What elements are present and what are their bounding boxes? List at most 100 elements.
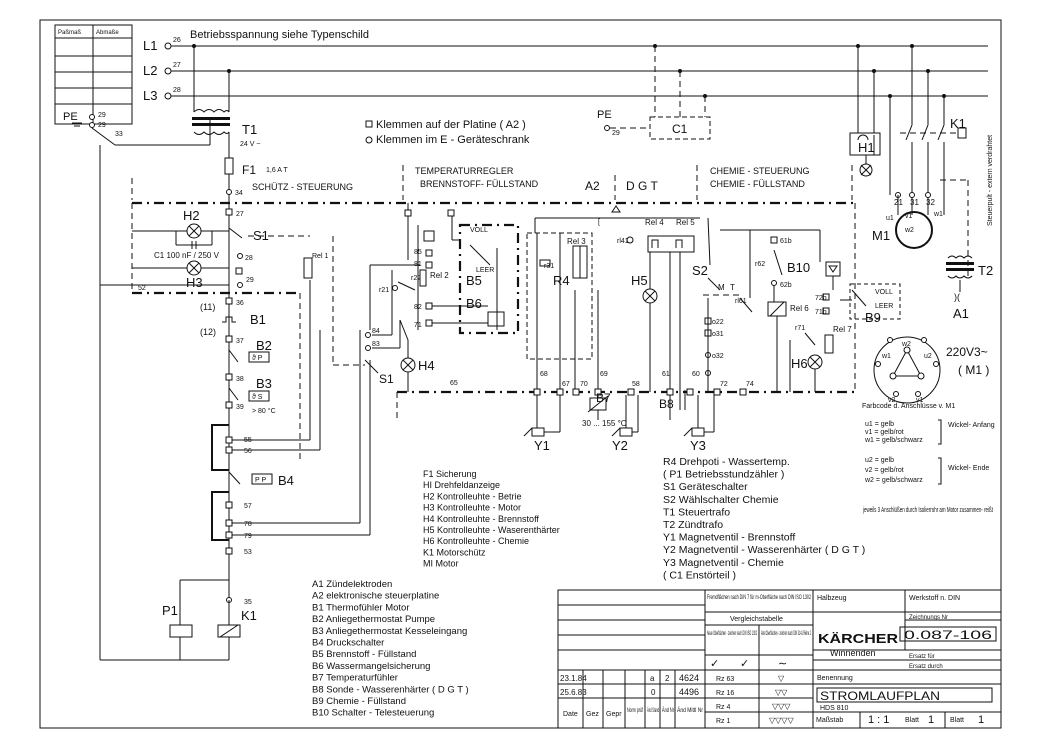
b6-label: B6 bbox=[466, 296, 482, 311]
pe-term-1: 29 bbox=[98, 112, 106, 119]
node-73: 71b bbox=[815, 309, 827, 316]
node-61: 61 bbox=[662, 371, 670, 378]
legend-left-item-8: MI Motor bbox=[423, 559, 459, 569]
rev-row-0-date: 23.1.84 bbox=[560, 674, 587, 683]
node-84: 84 bbox=[372, 328, 380, 335]
node-33: 33 bbox=[115, 131, 123, 138]
ext-note: Steuerpult - extern verdrahtet bbox=[987, 135, 994, 226]
pe-c1-term: 29 bbox=[612, 130, 620, 137]
m1d-v1: v1 bbox=[916, 397, 924, 404]
color-v2: v2 = gelb/rot bbox=[865, 467, 904, 474]
rev-col-gepr: Gepr bbox=[606, 711, 622, 718]
node-r62: r62 bbox=[755, 261, 765, 268]
h6-label: H6 bbox=[791, 356, 808, 371]
legend-right-item-2: S1 Geräteschalter bbox=[663, 481, 748, 493]
label-l3: L3 bbox=[143, 88, 157, 103]
tb-city: Winnenden bbox=[830, 648, 876, 658]
pe-connection: PE 29 29 33 bbox=[63, 111, 211, 146]
node-51: 27 bbox=[236, 211, 244, 218]
tb-tri-2: ▽▽ bbox=[775, 688, 788, 697]
legend-circle: Klemmen im E - Geräteschrank bbox=[376, 134, 530, 146]
legend-square: Klemmen auf der Platine ( A2 ) bbox=[376, 119, 526, 131]
drawing-frame bbox=[39, 19, 1002, 729]
rev-row-1-num: 0 bbox=[651, 688, 656, 697]
label-l1: L1 bbox=[143, 38, 157, 53]
tb-subtitle: HDS 810 bbox=[820, 705, 849, 712]
section-temp-2: BRENNSTOFF- FÜLLSTAND bbox=[420, 179, 539, 189]
tb-ersatz-durch: Ersatz durch bbox=[909, 664, 943, 670]
node-64: 81 bbox=[414, 261, 422, 268]
node-68: 68 bbox=[540, 371, 548, 378]
legend-bottom-item-6: B5 Brennstoff - Füllstand bbox=[312, 649, 416, 660]
node-57: 57 bbox=[244, 503, 252, 510]
rev-col-norm: Norm prüf bbox=[627, 708, 643, 714]
transformer-t1: T1 24 V ~ bbox=[192, 44, 260, 160]
b7-range: 30 ... 155 °C bbox=[582, 419, 627, 428]
tb-blatt-label: Blatt bbox=[905, 717, 919, 724]
node-rl1b: r31 bbox=[544, 263, 554, 270]
pe-c1-label: PE bbox=[597, 109, 612, 121]
color-code-block: Farbcode d. Anschlüsse v. M1 u1 = gelb v… bbox=[862, 403, 995, 514]
terminal-legend: Klemmen auf der Platine ( A2 ) Klemmen i… bbox=[365, 119, 530, 146]
tb-rz-2: Rz 4 bbox=[716, 704, 731, 711]
node-77: 62b bbox=[780, 282, 792, 289]
tb-vgl-col2: Alte Oberflächen - zeichen nach DIN 3141… bbox=[761, 631, 811, 637]
node-72b: o32 bbox=[712, 353, 724, 360]
k1-coil-label: K1 bbox=[241, 608, 257, 623]
m1d-w2: w2 bbox=[901, 341, 911, 348]
node-61b: o22 bbox=[712, 319, 724, 326]
tb-znr: 0.087-106 bbox=[904, 628, 993, 642]
node-52: 52 bbox=[138, 285, 146, 292]
s2-m: M bbox=[718, 283, 725, 292]
rev-row-0-letter: a bbox=[650, 674, 655, 683]
node-78: 78 bbox=[244, 521, 252, 528]
pe-label: PE bbox=[63, 111, 78, 123]
legend-right-item-9: ( C1 Enstörteil ) bbox=[663, 569, 736, 581]
rel3-label: Rel 3 bbox=[567, 237, 586, 246]
c1-value: C1 100 nF / 250 V bbox=[154, 251, 220, 260]
tb-rz-0: Rz 63 bbox=[716, 676, 734, 683]
rel7-label: Rel 7 bbox=[833, 325, 852, 334]
a2-dgt-section: Rel 3 R4 r31 [ rl41 Rel 4 Rel 5 H5 B8 bbox=[526, 205, 700, 420]
tb-company: KÄRCHER bbox=[818, 631, 899, 646]
rel1-label: Rel 1 bbox=[312, 253, 328, 260]
tb-vgl-col1: Neue Oberflächen - zeichen nach DIN ISO … bbox=[707, 631, 757, 637]
b5-voll: VOLL bbox=[470, 227, 488, 234]
rel4-label: Rel 4 bbox=[645, 218, 664, 227]
m1d-u2: u2 bbox=[924, 353, 932, 360]
node-56: 56 bbox=[244, 448, 252, 455]
tb-tri-3: ▽▽▽ bbox=[772, 702, 791, 711]
rev-row-0-code: 4624 bbox=[679, 673, 699, 683]
node-65: 65 bbox=[450, 380, 458, 387]
legend-left-item-4: H4 Kontrolleuhte - Brennstoff bbox=[423, 514, 539, 524]
b3-temp: > 80 °C bbox=[252, 407, 276, 415]
legend-left-item-7: K1 Motorschütz bbox=[423, 547, 486, 557]
legend-right-item-7: Y2 Magnetventil - Wasserenhärter ( D G T… bbox=[663, 544, 865, 556]
s2-t: T bbox=[730, 283, 735, 292]
node-53: 53 bbox=[244, 549, 252, 556]
tb-znr-label: Zeichnungs Nr bbox=[909, 615, 948, 621]
rev-col-date: Date bbox=[563, 711, 578, 718]
tb-fremd: Fremdflächen nach DIN 7 für m-Oberfläche… bbox=[707, 595, 811, 601]
s2-label: S2 bbox=[692, 263, 708, 278]
motor-voltage: 220V3~ bbox=[946, 345, 988, 359]
node-79: 79 bbox=[244, 533, 252, 540]
node-74: 74 bbox=[746, 381, 754, 388]
legend-bottom-item-5: B4 Druckschalter bbox=[312, 638, 384, 649]
legend-right-item-8: Y3 Magnetventil - Chemie bbox=[663, 557, 784, 569]
rev-col-stand: Änd Stand bbox=[647, 707, 659, 714]
section-a2: A2 bbox=[585, 179, 600, 193]
tb-rz-3: Rz 1 bbox=[716, 718, 731, 725]
term-28: 28 bbox=[173, 87, 181, 94]
tb-werkstoff: Werkstoff n. DIN bbox=[909, 595, 960, 602]
m1d-w1: w1 bbox=[881, 353, 891, 360]
node-58: 58 bbox=[632, 381, 640, 388]
b4-symbol: P P bbox=[255, 477, 266, 484]
control-buses bbox=[131, 201, 856, 460]
chemistry-section: S2 M T o22 o31 o32 rl61 61b r62 B10 62b … bbox=[692, 217, 901, 392]
section-schuetz: SCHÜTZ - STEUERUNG bbox=[252, 182, 353, 192]
color-u1: u1 = gelb bbox=[865, 421, 894, 428]
revision-header-table: Paßmaß Abmaße bbox=[54, 24, 133, 125]
node-70: 70 bbox=[580, 381, 588, 388]
